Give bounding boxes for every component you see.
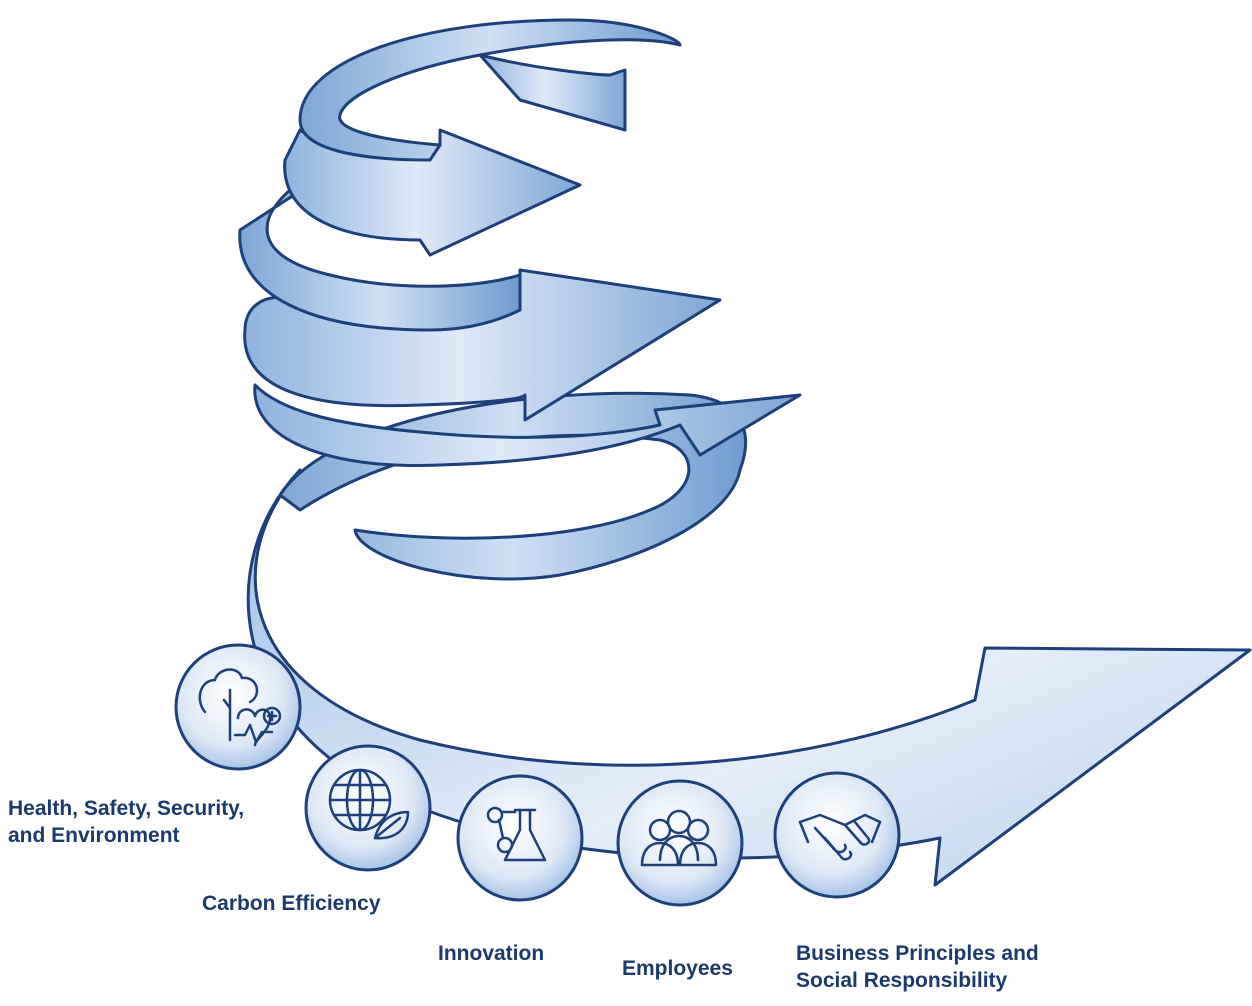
- label-innovation-line-1: Innovation: [438, 942, 545, 965]
- label-employees-line-1: Employees: [622, 957, 733, 980]
- badge-circle-innovation: [456, 774, 584, 902]
- label-business-line-1: Business Principles and: [796, 942, 1039, 965]
- ribbon-coil-1: [298, 18, 682, 162]
- label-innovation: Innovation: [438, 940, 544, 967]
- ribbon-arrow-1: [478, 53, 627, 132]
- badge-circle-carbon: [304, 744, 432, 872]
- label-business-line-2: Social Responsibility: [796, 969, 1008, 992]
- badge-circle-business: [773, 771, 901, 899]
- label-carbon-line-1: Carbon Efficiency: [202, 892, 381, 915]
- label-carbon: Carbon Efficiency: [202, 890, 381, 917]
- label-hsse-line-1: Health, Safety, Security,: [8, 797, 245, 820]
- ribbon-arrow-4: [253, 383, 802, 468]
- label-hsse: Health, Safety, Security, and Environmen…: [8, 795, 244, 849]
- handshake-icon: [798, 813, 882, 861]
- globe-leaf-icon: [328, 768, 410, 840]
- flask-molecule-icon: [486, 806, 547, 862]
- label-employees: Employees: [622, 955, 733, 982]
- label-business: Business Principles and Social Responsib…: [796, 940, 1039, 994]
- badge-circle-employees: [616, 779, 744, 907]
- tree-heart-icon: [198, 668, 282, 747]
- label-hsse-line-2: and Environment: [8, 824, 180, 847]
- ribbon-coil-2: [238, 163, 522, 332]
- badge-circle-hsse: [174, 643, 302, 771]
- people-icon: [640, 809, 718, 867]
